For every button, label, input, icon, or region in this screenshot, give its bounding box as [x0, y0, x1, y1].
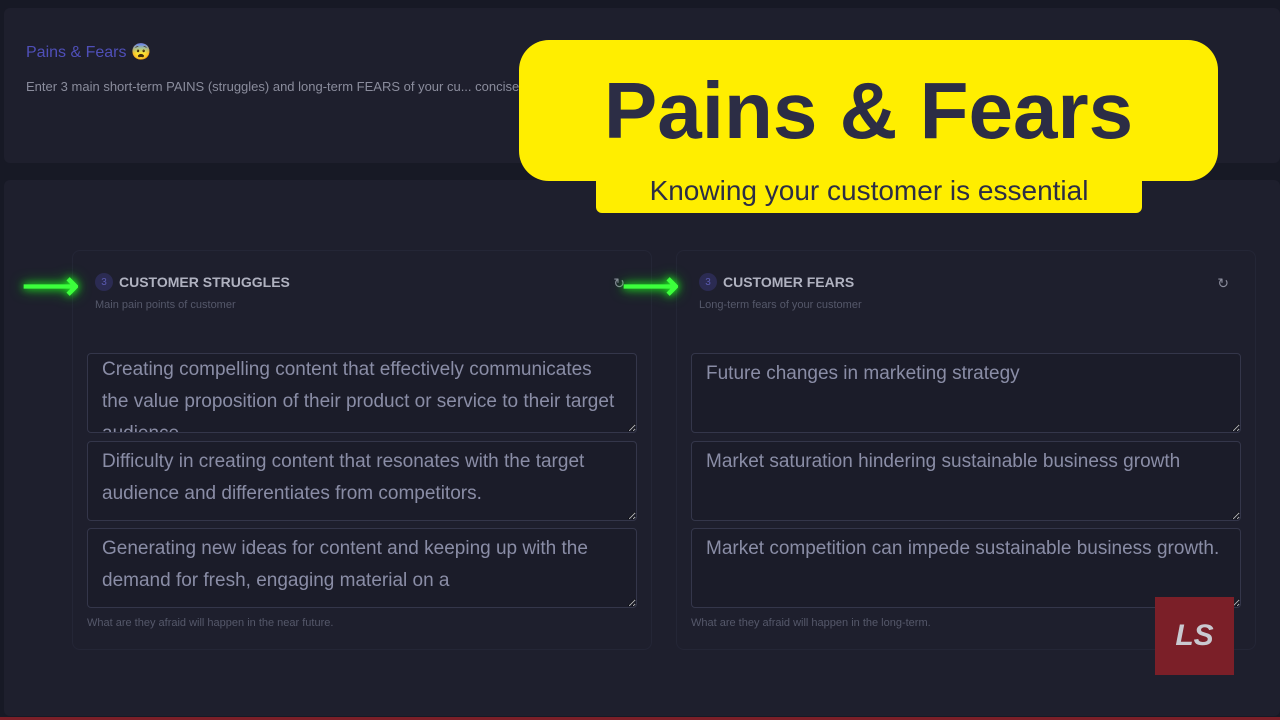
overlay-subtitle: Knowing your customer is essential	[596, 168, 1142, 213]
panel-title: CUSTOMER STRUGGLES	[119, 274, 290, 290]
count-badge: 3	[699, 273, 717, 291]
fears-panel: 3 CUSTOMER FEARS Long-term fears of your …	[676, 250, 1256, 650]
help-text: What are they afraid will happen in the …	[87, 617, 334, 629]
overlay-title: Pains & Fears	[519, 40, 1218, 181]
panel-subtitle: Long-term fears of your customer	[699, 299, 862, 311]
struggle-input-2[interactable]: Difficulty in creating content that reso…	[87, 441, 637, 521]
struggles-panel: 3 CUSTOMER STRUGGLES Main pain points of …	[72, 250, 652, 650]
form-card: 3 CUSTOMER STRUGGLES Main pain points of …	[4, 180, 1280, 716]
section-title: Pains & Fears 😨	[26, 44, 151, 61]
green-arrow-icon: ⟶	[22, 264, 80, 308]
green-arrow-icon: ⟶	[622, 264, 680, 308]
bottom-accent-line	[0, 717, 1280, 720]
fear-emoji-icon: 😨	[130, 44, 151, 61]
reset-icon[interactable]: ↻	[613, 275, 625, 291]
panel-title: CUSTOMER FEARS	[723, 274, 855, 290]
fear-input-1[interactable]: Future changes in marketing strategy	[691, 353, 1241, 433]
count-badge: 3	[95, 273, 113, 291]
struggle-input-1[interactable]: Creating compelling content that effecti…	[87, 353, 637, 433]
section-description: Enter 3 main short-term PAINS (struggles…	[26, 79, 523, 94]
ls-logo: LS	[1155, 597, 1234, 675]
struggle-input-3[interactable]: Generating new ideas for content and kee…	[87, 528, 637, 608]
panel-subtitle: Main pain points of customer	[95, 299, 236, 311]
fear-input-2[interactable]: Market saturation hindering sustainable …	[691, 441, 1241, 521]
fear-input-3[interactable]: Market competition can impede sustainabl…	[691, 528, 1241, 608]
help-text: What are they afraid will happen in the …	[691, 617, 931, 629]
reset-icon[interactable]: ↻	[1217, 275, 1229, 291]
